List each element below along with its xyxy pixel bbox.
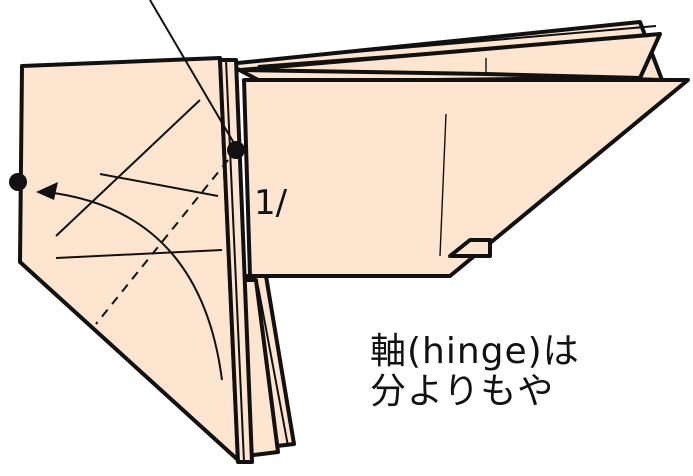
- caption-line-2: 分よりもや: [370, 371, 555, 412]
- right-flap-notch: [448, 238, 492, 258]
- pointer-line: [149, 0, 239, 151]
- crease-line: [99, 173, 219, 197]
- edge-line: [225, 59, 245, 463]
- left-panel: [18, 56, 240, 462]
- fold-fraction-label: 1/: [254, 183, 288, 223]
- edge-line: [257, 285, 289, 447]
- caption-line-1: 軸(hinge)は: [370, 331, 580, 372]
- valley-fold-line: [95, 159, 229, 325]
- crease-line: [55, 99, 201, 237]
- crease-line: [439, 113, 447, 257]
- edge-line: [257, 35, 651, 67]
- edge-line: [261, 25, 657, 61]
- crease-line: [55, 249, 223, 259]
- right-flap: [242, 78, 690, 278]
- reference-point: [227, 141, 245, 159]
- fold-arrow: [45, 191, 223, 381]
- reference-point: [9, 173, 27, 191]
- arrow-head-icon: [36, 182, 58, 200]
